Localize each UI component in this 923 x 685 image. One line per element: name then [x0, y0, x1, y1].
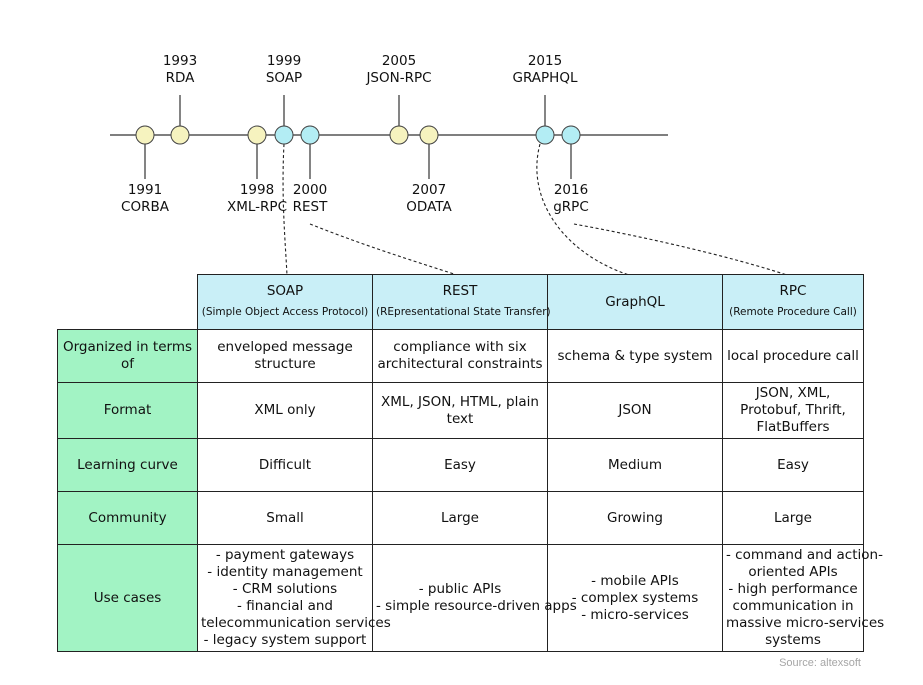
- table-cell: XML only: [197, 382, 373, 439]
- use-case-item: massive micro-services: [726, 615, 885, 631]
- header-graphql: GraphQL: [547, 274, 723, 330]
- use-case-item: - payment gateways: [215, 547, 355, 563]
- row-header-learning-curve: Learning curve: [57, 438, 198, 492]
- use-case-item: - CRM solutions: [232, 581, 338, 597]
- row-header-format: Format: [57, 382, 198, 439]
- header-rest: REST(REpresentational State Transfer): [372, 274, 551, 330]
- table-cell: Easy: [722, 438, 864, 492]
- table-row-use-cases: Use cases - payment gateways- identity m…: [57, 544, 885, 652]
- timeline-node-xml-rpc: [247, 125, 267, 145]
- timeline-year: 1993: [162, 53, 198, 69]
- use-case-item: communication in: [732, 598, 854, 614]
- timeline-node-odata: [419, 125, 439, 145]
- table-cell: Large: [372, 491, 548, 545]
- table-cell: Difficult: [197, 438, 373, 492]
- header-rpc: RPC(Remote Procedure Call): [722, 274, 864, 330]
- use-case-item: telecommunication services: [201, 615, 391, 631]
- use-cases-cell: - public APIs- simple resource-driven ap…: [372, 544, 577, 652]
- timeline-name: SOAP: [265, 70, 303, 86]
- timeline-year: 2016: [553, 182, 589, 198]
- timeline-node-soap: [274, 125, 294, 145]
- table-cell: Easy: [372, 438, 548, 492]
- use-cases-cell: - payment gateways- identity management-…: [197, 544, 391, 652]
- table-cell: schema & type system: [547, 329, 723, 383]
- source-credit: Source: altexsoft: [779, 657, 861, 669]
- table-header-row: SOAP(Simple Object Access Protocol) REST…: [57, 274, 864, 330]
- table-cell: XML, JSON, HTML, plain text: [372, 382, 548, 439]
- timeline-node-graphql: [535, 125, 555, 145]
- timeline-year: 1991: [127, 182, 163, 198]
- timeline-name: GRAPHQL: [512, 70, 578, 86]
- table-cell: Large: [722, 491, 864, 545]
- timeline-year: 2000: [292, 182, 328, 198]
- timeline-year: 2007: [411, 182, 447, 198]
- corner-cell: [57, 274, 198, 330]
- table-row: Community Small Large Growing Large: [57, 491, 864, 545]
- connector-line: [573, 223, 791, 277]
- connector-line: [309, 223, 461, 277]
- timeline-name: gRPC: [553, 199, 589, 215]
- use-case-item: - mobile APIs: [591, 572, 679, 589]
- table-row: Organized in terms of enveloped message …: [57, 329, 864, 383]
- table-row: Format XML only XML, JSON, HTML, plain t…: [57, 382, 864, 439]
- timeline-year: 1998: [239, 182, 275, 198]
- use-case-item: - high performance: [728, 581, 858, 597]
- timeline-name: JSON-RPC: [366, 70, 432, 86]
- use-cases-cell: - mobile APIs- complex systems- micro-se…: [547, 544, 723, 652]
- use-case-item: systems: [765, 632, 821, 648]
- timeline-year: 2005: [381, 53, 417, 69]
- timeline-node-grpc: [561, 125, 581, 145]
- use-case-item: - micro-services: [581, 606, 689, 623]
- table-cell: Small: [197, 491, 373, 545]
- timeline-year: 2015: [527, 53, 563, 69]
- timeline-node-rest: [300, 125, 320, 145]
- table-cell: compliance with six architectural constr…: [372, 329, 548, 383]
- table-cell: Medium: [547, 438, 723, 492]
- use-case-item: - command and action-: [726, 547, 883, 563]
- table-cell: Growing: [547, 491, 723, 545]
- row-header-community: Community: [57, 491, 198, 545]
- timeline-name: XML-RPC: [227, 199, 287, 215]
- timeline-name: REST: [292, 199, 328, 215]
- timeline-node-corba: [135, 125, 155, 145]
- use-case-item: - complex systems: [571, 589, 699, 606]
- timeline-name: CORBA: [121, 199, 169, 215]
- table-cell: local procedure call: [722, 329, 864, 383]
- header-soap: SOAP(Simple Object Access Protocol): [197, 274, 373, 330]
- table-cell: enveloped message structure: [197, 329, 373, 383]
- timeline-year: 1999: [266, 53, 302, 69]
- timeline-node-rda: [170, 125, 190, 145]
- timeline-name: ODATA: [406, 199, 452, 215]
- use-case-item: - financial and: [237, 598, 333, 614]
- comparison-table: SOAP(Simple Object Access Protocol) REST…: [57, 274, 885, 652]
- table-row: Learning curve Difficult Easy Medium Eas…: [57, 438, 864, 492]
- use-case-item: - identity management: [207, 564, 363, 580]
- use-case-item: - legacy system support: [203, 632, 367, 648]
- use-cases-cell: - command and action-oriented APIs- high…: [722, 544, 885, 652]
- row-header-organized: Organized in terms of: [57, 329, 198, 383]
- use-case-item: - public APIs: [418, 581, 502, 597]
- use-case-item: oriented APIs: [748, 564, 838, 580]
- table-cell: JSON: [547, 382, 723, 439]
- row-header-use-cases: Use cases: [57, 544, 198, 652]
- timeline-node-json-rpc: [389, 125, 409, 145]
- table-cell: JSON, XML, Protobuf, Thrift, FlatBuffers: [722, 382, 864, 439]
- use-case-item: - simple resource-driven apps: [376, 598, 577, 614]
- timeline-name: RDA: [165, 70, 195, 86]
